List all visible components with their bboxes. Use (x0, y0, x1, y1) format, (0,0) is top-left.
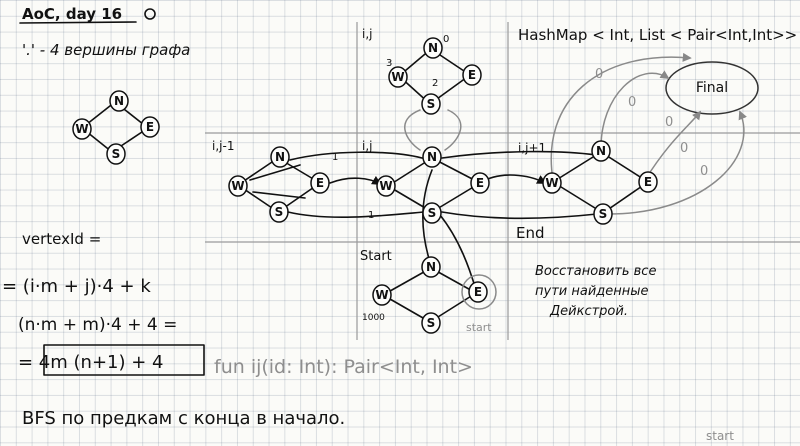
ref-label-south: S (112, 147, 121, 161)
ref-node-west (72, 118, 92, 140)
weight-rotate: 1000 (362, 313, 385, 323)
ref-node-north (109, 90, 129, 112)
restore-line-3: Дейкстрой. (549, 304, 628, 319)
start-circle-label: start (466, 321, 492, 334)
page-title: AoC, day 16 (22, 5, 122, 23)
final-region: Final 0 0 0 0 0 (550, 52, 759, 215)
weight-two: 2 (432, 78, 438, 89)
svg-text:S: S (428, 206, 437, 220)
circle-mark-icon (144, 8, 156, 20)
svg-text:W: W (375, 288, 388, 302)
graph-start: start 1000 N W E S (362, 256, 497, 334)
bfs-note: BFS по предкам с конца в начало. (22, 408, 345, 429)
ref-label-west: W (75, 122, 88, 136)
theta-5: 0 (700, 164, 708, 179)
svg-text:E: E (644, 175, 652, 189)
formula-line2: (n·m + m)·4 + 4 = (18, 315, 177, 335)
function-signature: fun ij(id: Int): Pair<Int, Int> (214, 356, 473, 378)
formula-block: vertexId = = (i·m + j)·4 + k (n·m + m)·4… (2, 230, 205, 376)
svg-text:W: W (379, 179, 392, 193)
graph-right: N W E S (542, 140, 658, 225)
svg-text:N: N (428, 41, 438, 55)
svg-text:N: N (427, 150, 437, 164)
svg-text:S: S (427, 97, 436, 111)
weight-zero: 0 (443, 34, 449, 45)
svg-text:N: N (275, 150, 285, 164)
formula-line1: = (i·m + j)·4 + k (2, 276, 151, 297)
theta-3: 0 (665, 115, 673, 130)
svg-text:S: S (599, 207, 608, 221)
svg-text:W: W (391, 70, 404, 84)
formula-box (43, 344, 205, 376)
cell-label-right: i,j+1 (518, 141, 546, 155)
ref-node-east (140, 116, 160, 138)
title-underline (19, 21, 137, 24)
hashmap-text: HashMap < Int, List < Pair<Int,Int>> (518, 26, 797, 44)
svg-text:E: E (474, 285, 482, 299)
weight-one-a: 1 (332, 152, 338, 163)
svg-text:W: W (231, 179, 244, 193)
cell-label-left: i,j-1 (212, 139, 234, 153)
start-circle (461, 274, 497, 310)
graph-left: 1 1 N W E S (228, 146, 374, 223)
weight-three: 3 (386, 58, 392, 69)
formula-boxed: = 4m (n+1) + 4 (18, 352, 163, 373)
theta-2: 0 (628, 95, 636, 110)
restore-note: Восстановить все пути найденные Дейкстро… (535, 264, 656, 319)
ref-label-east: E (146, 120, 154, 134)
svg-text:W: W (545, 176, 558, 190)
svg-text:N: N (596, 144, 606, 158)
reference-graph: N W E S (72, 90, 160, 165)
quad-note: '.' - 4 вершины графа (22, 41, 190, 59)
svg-text:E: E (316, 176, 324, 190)
ref-label-north: N (114, 94, 124, 108)
theta-4: 0 (680, 141, 688, 156)
restore-line-1: Восстановить все (535, 264, 656, 279)
ref-node-south (106, 143, 126, 165)
svg-text:N: N (426, 260, 436, 274)
final-label: Final (696, 80, 728, 96)
theta-1: 0 (595, 67, 603, 82)
cell-grid-lines (205, 22, 800, 340)
svg-text:S: S (427, 316, 436, 330)
vertex-id-label: vertexId = (22, 230, 101, 248)
svg-text:S: S (275, 205, 284, 219)
cell-label-start: Start (360, 249, 392, 264)
svg-text:E: E (468, 68, 476, 82)
cell-label-center: i,j (362, 139, 372, 153)
graph-top: 3 0 2 N W E S (386, 34, 482, 151)
restore-line-2: пути найденные (535, 284, 649, 299)
cell-label-end: End (516, 224, 545, 242)
graph-center: N W E S (287, 146, 598, 291)
cell-label-top: i,j (362, 27, 372, 41)
svg-text:E: E (476, 176, 484, 190)
final-node (665, 61, 759, 115)
corner-scribble: start (706, 429, 734, 443)
